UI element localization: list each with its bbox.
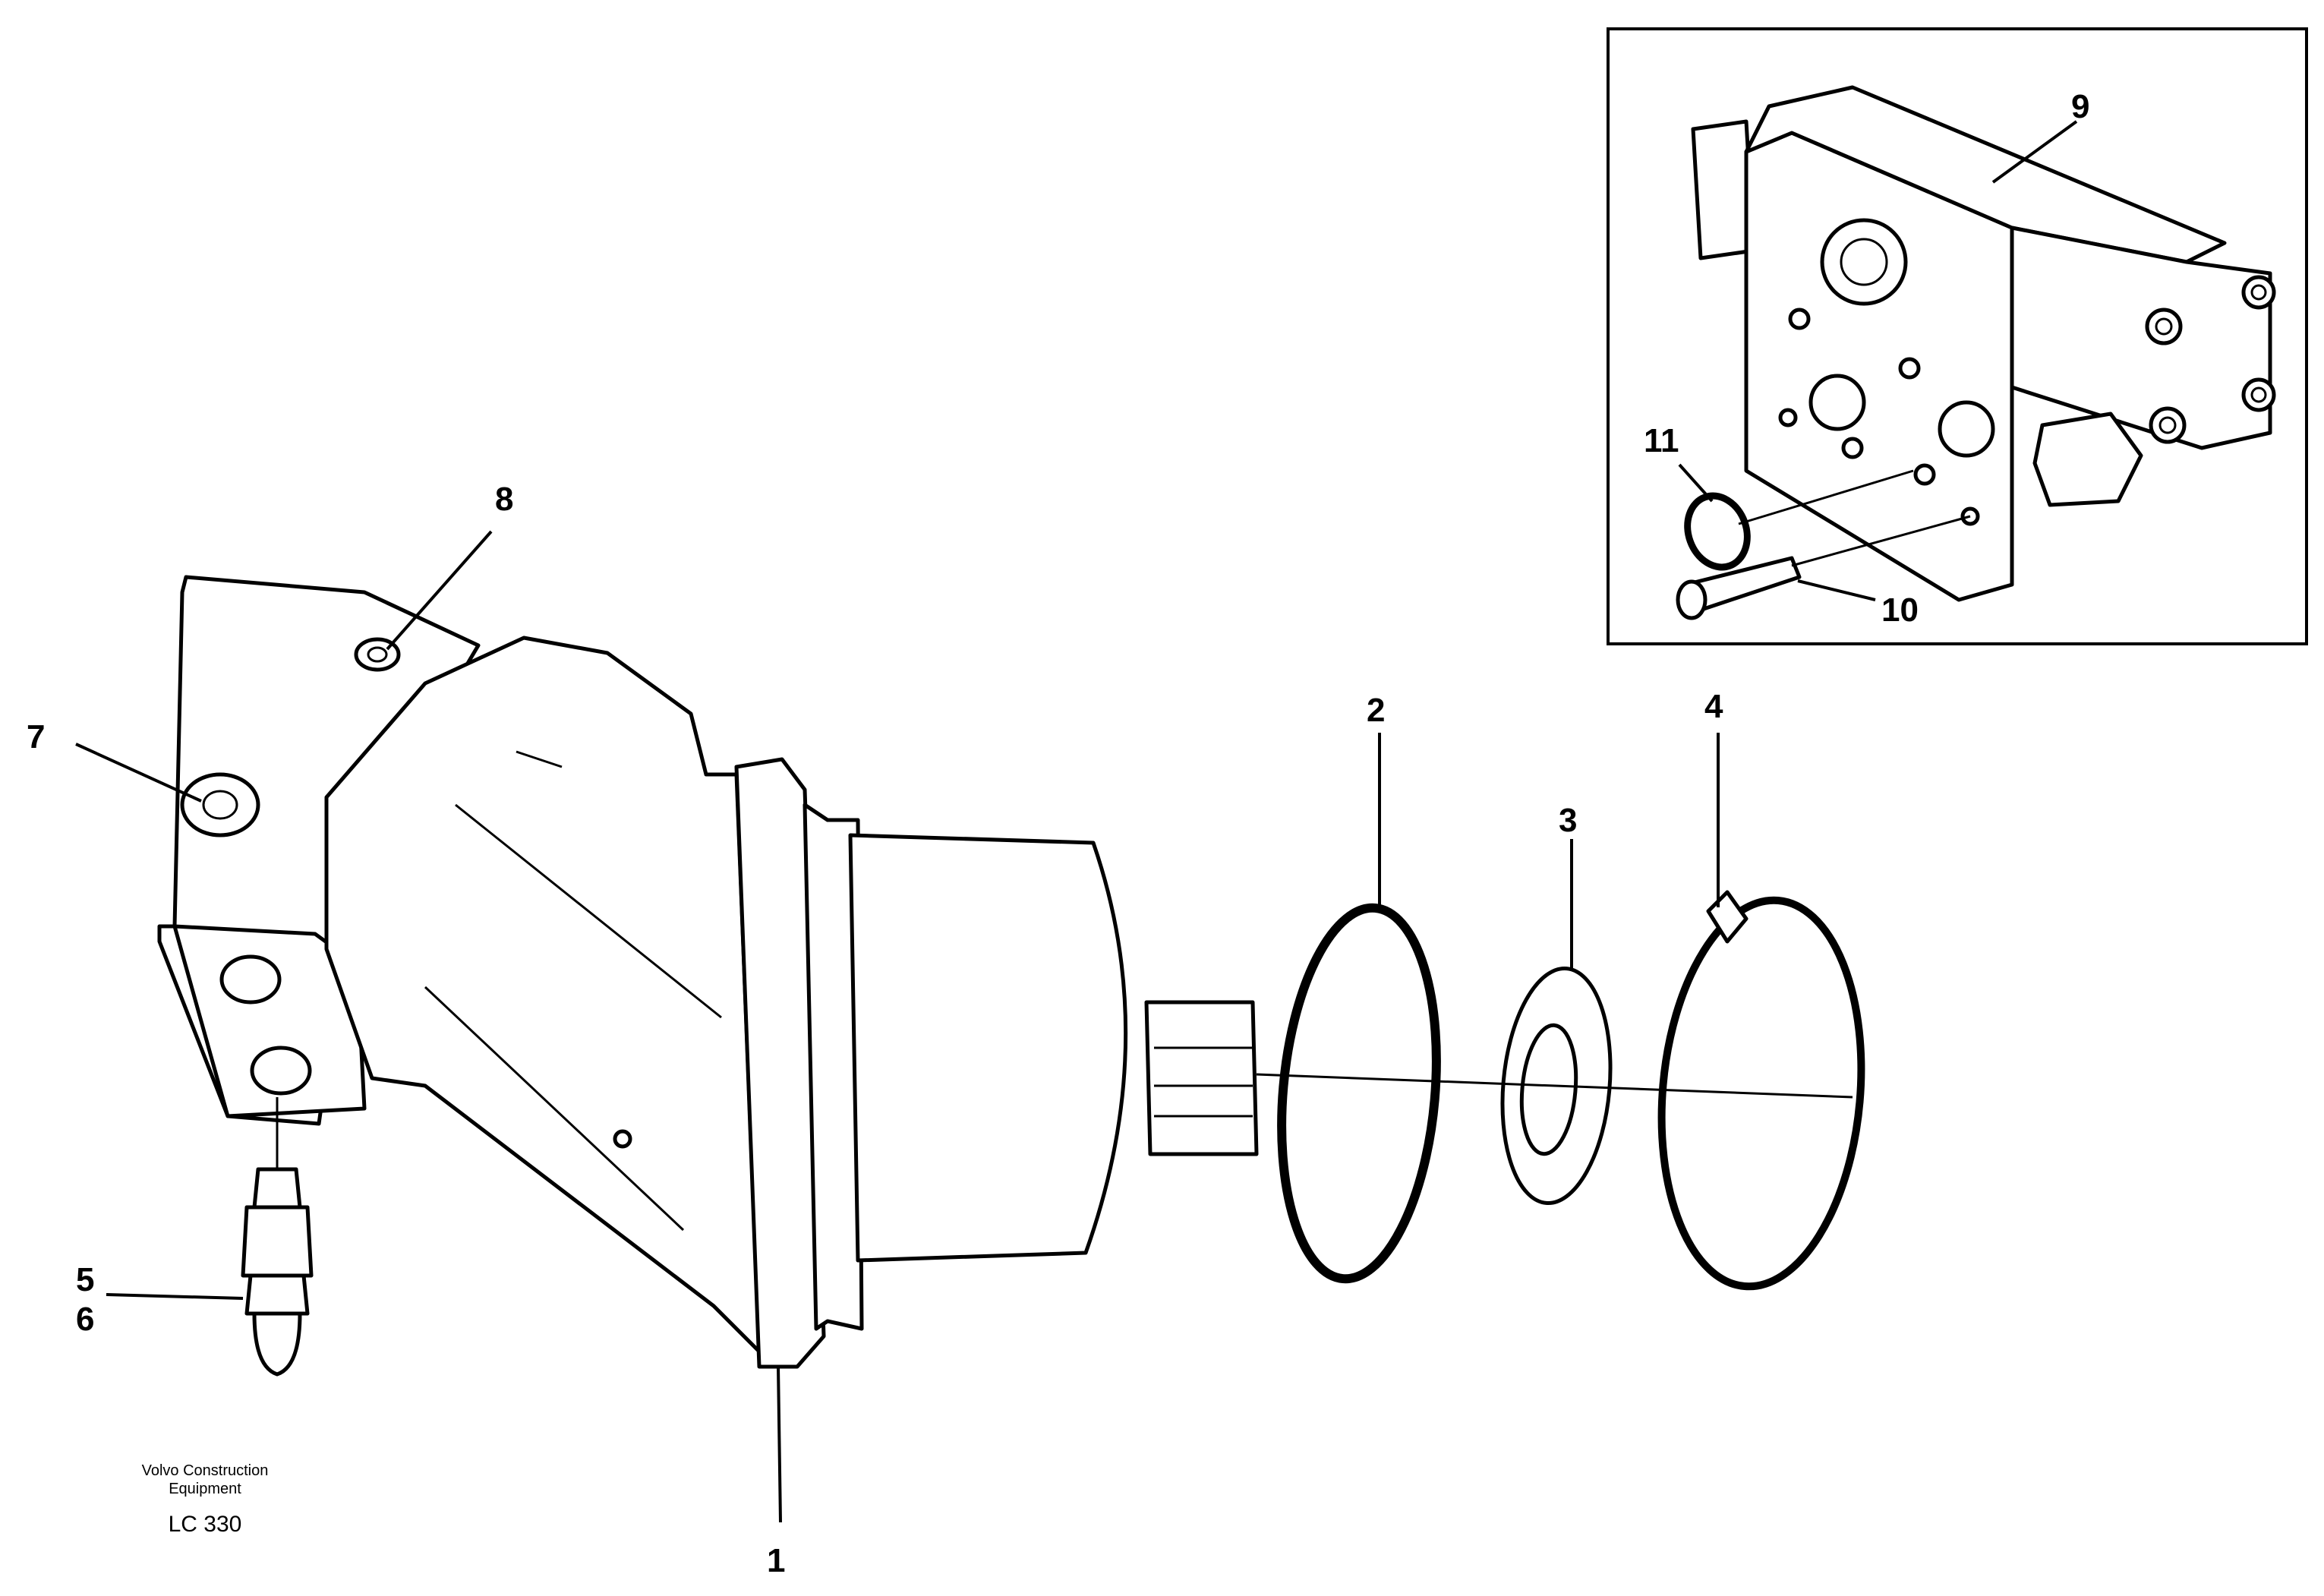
callout-7: 7 (27, 718, 45, 755)
leader-7 (75, 743, 202, 803)
cap-screw-part (1676, 515, 1971, 620)
center-axis (1256, 1073, 1853, 1099)
callout-2: 2 (1367, 692, 1385, 729)
inset-detail (1607, 27, 2308, 645)
o-ring-large-part (1277, 903, 1441, 1284)
leader-8 (386, 530, 493, 651)
callout-11: 11 (1644, 422, 1679, 459)
valve-block-part (1691, 85, 2276, 602)
drawing-code: LC 330 (168, 1512, 242, 1537)
leader-56 (106, 1293, 244, 1300)
callout-3: 3 (1559, 802, 1577, 839)
leader-11 (1678, 463, 1714, 503)
footer-caption: Volvo Construction Equipment LC 330 (106, 1462, 304, 1538)
leader-9 (1991, 120, 2078, 184)
callout-10: 10 (1881, 591, 1919, 629)
callout-5: 5 (76, 1261, 94, 1298)
brand-line-2: Equipment (169, 1481, 241, 1497)
callout-6: 6 (76, 1301, 94, 1338)
o-ring-part (1684, 469, 1914, 571)
callout-8: 8 (495, 481, 513, 518)
callout-4: 4 (1704, 688, 1723, 725)
brand-line-1: Volvo Construction (141, 1462, 269, 1479)
callout-1: 1 (767, 1542, 785, 1579)
fitting-part (241, 1097, 314, 1377)
hydraulic-motor-part (157, 575, 1259, 1369)
leader-1 (777, 1366, 782, 1523)
callout-9: 9 (2071, 88, 2089, 125)
leader-10 (1797, 579, 1876, 601)
